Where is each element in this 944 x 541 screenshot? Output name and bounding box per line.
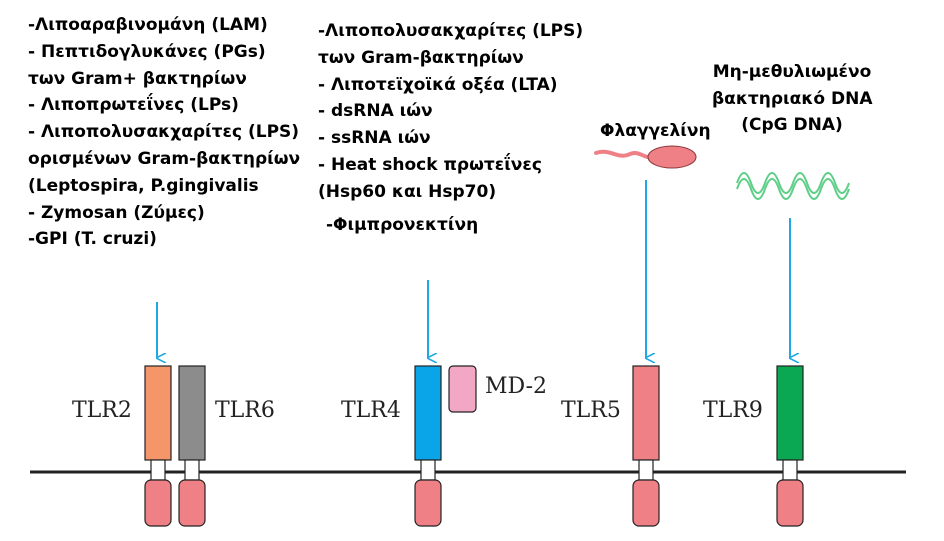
tlr2-6-ligand-list: -Λιποαραβινομάνη (LAM) - Πεπτιδογλυκάνες… [28,12,300,253]
md2-label: MD-2 [485,374,548,399]
cpg-dna-wave-1 [736,172,850,194]
ligand-item: -Λιποαραβινομάνη (LAM) [28,15,268,35]
tlr6-cytoplasmic-domain [178,479,206,527]
ligand-item: βακτηριακό DNA [712,88,873,109]
tlr2-cytoplasmic-domain [144,479,172,527]
tlr5-extracellular-domain [632,365,660,461]
ligand-item: - Λιποτεϊχοϊκά οξέα (LTA) [318,74,558,95]
tlr4-label: TLR4 [341,398,401,423]
tlr9-ligand-list: Μη-μεθυλιωμένο βακτηριακό DNA (CpG DNA) [712,59,873,139]
ligand-item: ορισμένων Gram-βακτηρίων [28,148,301,169]
tlr6-transmembrane-segment [184,459,200,481]
flagellin-tail [594,149,654,159]
cpg-dna-wave-2 [736,178,850,200]
ligand-item: - ssRNA ιών [318,128,431,149]
tlr9-extracellular-domain [776,365,804,461]
flagellin-icon [647,145,697,169]
ligand-item: των Gram+ βακτηρίων [28,68,247,89]
ligand-item: - Λιποπολυσακχαρίτες (LPS) [28,122,300,143]
ligand-item: (CpG DNA) [741,115,843,135]
tlr2-label: TLR2 [72,398,132,423]
tlr2-transmembrane-segment [150,459,166,481]
ligand-item: Μη-μεθυλιωμένο [712,62,872,82]
ligand-item: - Λιποπρωτεΐνες (LPs) [28,95,239,116]
ligand-item: - Zymosan (Ζύμες) [28,202,205,223]
ligand-item: (Leptospira, P.gingivalis [28,175,259,196]
tlr4-cytoplasmic-domain [414,479,442,527]
tlr9-label: TLR9 [703,398,763,423]
flagellin-label: Φλαγγελίνη [600,121,711,141]
ligand-item: -Φιμπρονεκτίνη [326,214,479,235]
tlr4-extracellular-domain [414,365,442,461]
tlr4-transmembrane-segment [420,459,436,481]
tlr5-cytoplasmic-domain [632,479,660,527]
tlr2-extracellular-domain [144,365,172,461]
tlr9-cytoplasmic-domain [776,479,804,527]
tlr4-ligand-list: -Λιποπολυσακχαρίτες (LPS) των Gram-βακτη… [318,18,583,238]
ligand-item: -Λιποπολυσακχαρίτες (LPS) [318,21,584,41]
ligand-item: - Πεπτιδογλυκάνες (PGs) [28,41,266,62]
ligand-item: - dsRNA ιών [318,101,433,122]
tlr9-transmembrane-segment [782,459,798,481]
ligand-item: (Hsp60 και Hsp70) [318,181,497,202]
md2-box [448,365,477,413]
ligand-item: -GPI (T. cruzi) [28,229,157,250]
tlr5-label: TLR5 [561,398,621,423]
ligand-item: - Heat shock πρωτεΐνες [318,154,542,175]
tlr6-label: TLR6 [215,398,275,423]
tlr5-transmembrane-segment [638,459,654,481]
ligand-item: των Gram-βακτηρίων [318,47,524,68]
tlr6-extracellular-domain [178,365,206,461]
